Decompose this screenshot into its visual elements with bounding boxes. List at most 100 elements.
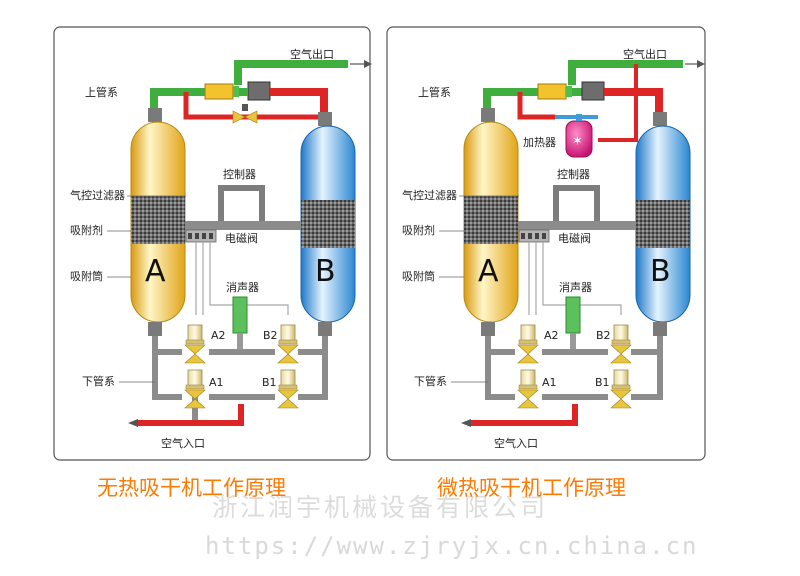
label-a1: A1 <box>209 376 224 389</box>
label-filter: 气控过滤器 <box>402 188 457 202</box>
caption-heatless: 无热吸干机工作原理 <box>97 476 286 500</box>
label-inlet: 空气入口 <box>161 436 205 450</box>
inlet-pipe <box>471 404 578 426</box>
crossbar <box>518 221 636 230</box>
vessel-b-letter: B <box>650 254 671 289</box>
muffler-stem <box>570 333 576 349</box>
solenoid-pin <box>521 233 525 239</box>
label-outlet: 空气出口 <box>290 47 334 61</box>
vessel-b-bottom-flange <box>653 322 667 336</box>
heater-icon: ✶ <box>572 134 583 149</box>
label-controller: 控制器 <box>223 167 256 181</box>
crossbar <box>185 221 301 230</box>
outlet-arrow <box>364 60 372 68</box>
vessel-a-bottom-flange <box>481 322 495 336</box>
adsorbent-a <box>131 196 185 244</box>
solenoid-valve <box>185 229 217 243</box>
panel-frame <box>53 26 371 461</box>
panel-heatless: 空气出口 上管系 A B 控制器 电磁阀 消声器 <box>53 26 372 461</box>
label-b1: B1 <box>262 376 277 389</box>
vessel-a-top-flange <box>481 108 495 122</box>
inlet-arrow <box>461 419 471 427</box>
vessel-b-top-flange <box>653 112 667 126</box>
lower-pipes <box>152 336 328 400</box>
label-lower-pipes: 下管系 <box>414 374 447 388</box>
label-solenoid: 电磁阀 <box>558 231 591 245</box>
panel-heated: ✶ 加热器 空气出口 上管系 A B 控制器 电磁阀 消声器 <box>386 26 706 461</box>
label-muffler: 消声器 <box>559 280 592 294</box>
muffler-stem <box>237 333 243 349</box>
label-muffler: 消声器 <box>226 280 259 294</box>
label-adsorbent: 吸附剂 <box>70 223 103 237</box>
label-upper-pipes: 上管系 <box>85 85 118 99</box>
solenoid-pin <box>542 233 546 239</box>
vessel-b-bottom-flange <box>318 322 332 336</box>
inlet-pipe <box>138 404 244 426</box>
throttle-knob <box>242 104 248 111</box>
watermark-url: https://www.zjryjx.cn.china.cn <box>205 532 698 560</box>
check-valve-2 <box>247 81 271 101</box>
vessel-b-letter: B <box>315 254 336 289</box>
check-valve <box>537 83 567 100</box>
controller-box <box>218 185 265 221</box>
solenoid-pin <box>195 233 199 239</box>
upper-red-pipe <box>604 88 663 112</box>
throttle-valve <box>232 110 246 124</box>
adsorbent-b <box>636 200 690 248</box>
check-valve-joint <box>233 86 239 97</box>
vessel-a-letter: A <box>145 254 166 289</box>
panel-frame <box>386 26 706 461</box>
solenoid-pin <box>209 233 213 239</box>
outlet-pipe <box>234 60 348 85</box>
check-valve <box>204 83 234 100</box>
label-outlet: 空气出口 <box>623 47 667 61</box>
label-cylinder: 吸附筒 <box>402 269 435 283</box>
label-inlet: 空气入口 <box>494 436 538 450</box>
adsorbent-a <box>464 196 518 244</box>
check-valve-2 <box>581 81 605 101</box>
label-b2: B2 <box>263 329 278 342</box>
label-a1: A1 <box>542 376 557 389</box>
label-upper-pipes: 上管系 <box>418 85 451 99</box>
vessel-a-letter: A <box>478 254 499 289</box>
control-lines <box>195 242 289 315</box>
label-heater: 加热器 <box>523 136 556 149</box>
caption-heated: 微热吸干机工作原理 <box>437 476 626 500</box>
solenoid-pin <box>528 233 532 239</box>
vessel-a-top-flange <box>148 108 162 122</box>
lower-pipes <box>485 336 663 400</box>
outlet-arrow <box>697 60 705 68</box>
adsorbent-b <box>301 200 355 248</box>
throttle-valve-2 <box>244 110 258 124</box>
muffler <box>565 296 581 334</box>
solenoid-valve <box>518 229 550 243</box>
heater-inlet <box>576 114 582 121</box>
label-adsorbent: 吸附剂 <box>402 223 435 237</box>
solenoid-pin <box>202 233 206 239</box>
purge-pipe <box>183 92 325 120</box>
upper-red-pipe <box>270 88 328 112</box>
label-a2: A2 <box>544 329 559 342</box>
solenoid-pin <box>535 233 539 239</box>
label-b2: B2 <box>596 329 611 342</box>
label-cylinder: 吸附筒 <box>70 269 103 283</box>
controller-box <box>553 185 600 221</box>
label-solenoid: 电磁阀 <box>225 231 258 245</box>
label-b1: B1 <box>595 376 610 389</box>
label-lower-pipes: 下管系 <box>82 374 115 388</box>
vessel-b-top-flange <box>318 112 332 126</box>
label-a2: A2 <box>211 329 226 342</box>
label-controller: 控制器 <box>557 167 590 181</box>
watermark-company: 浙江润宇机械设备有限公司 <box>212 493 548 522</box>
heater-return-pipe <box>598 64 638 142</box>
muffler <box>232 296 248 334</box>
solenoid-pin <box>188 233 192 239</box>
vessel-a-bottom-flange <box>148 322 162 336</box>
control-lines <box>528 242 622 315</box>
check-valve-joint <box>566 86 572 97</box>
label-filter: 气控过滤器 <box>70 188 125 202</box>
purge-pipe <box>517 92 555 120</box>
outlet-pipe <box>568 60 683 85</box>
inlet-arrow <box>128 419 138 427</box>
